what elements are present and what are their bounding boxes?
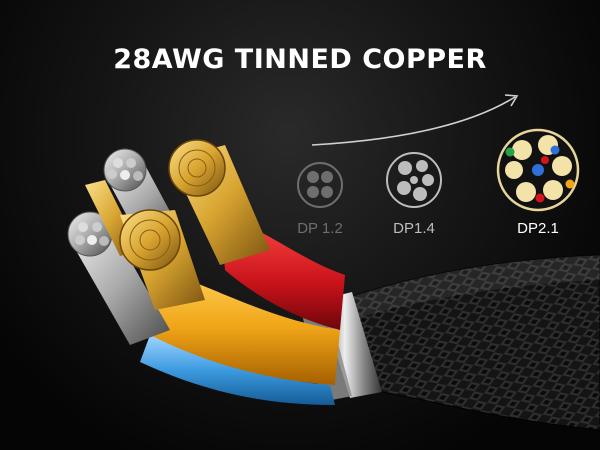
- gold-strands-small: [85, 180, 205, 310]
- dp14-badge: DP1.4: [384, 214, 444, 237]
- curved-arrow-right-icon: [311, 96, 516, 146]
- dp14-cross-section-icon: [386, 152, 442, 208]
- dp21-label: DP2.1: [517, 220, 559, 237]
- gold-strands-large: [168, 139, 270, 265]
- headline: 28AWG TINNED COPPER: [113, 44, 487, 75]
- braided-jacket: [339, 254, 600, 431]
- dp21-cross-section-icon: [496, 128, 580, 212]
- dp21-badge: DP2.1: [506, 214, 570, 237]
- braided-jacket-shade: [340, 255, 600, 320]
- dp12-cross-section-icon: [297, 162, 343, 208]
- silver-strands-left: [67, 211, 170, 345]
- dp12-label: DP 1.2: [297, 220, 343, 237]
- blue-conductor: [140, 335, 335, 405]
- dp12-badge: DP 1.2: [290, 214, 350, 237]
- arrow-head: [504, 94, 519, 107]
- dp14-label: DP1.4: [393, 220, 435, 237]
